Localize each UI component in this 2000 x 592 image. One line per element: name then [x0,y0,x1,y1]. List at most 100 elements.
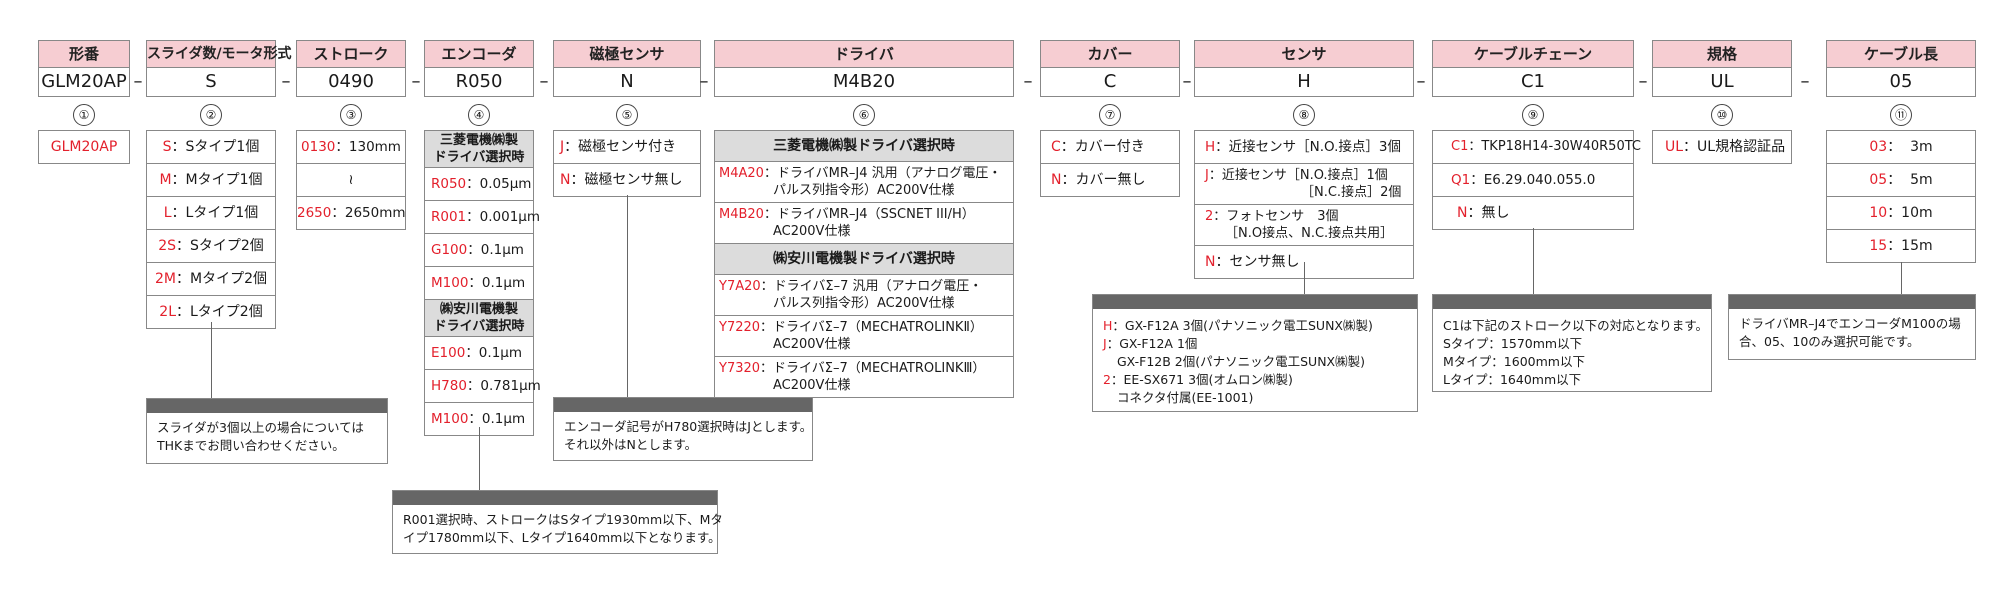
sensor-options: H：近接センサ［N.O.接点］3個 J：近接センサ［N.O.接点］1個［N.C.… [1194,130,1414,279]
slider-option: 2M：Mタイプ2個 [146,263,276,296]
header-cable-length: ケーブル長 [1826,40,1976,68]
number-3: ③ [296,103,406,126]
slider-option: L：Lタイプ1個 [146,197,276,230]
encoder-option: H780：0.781μm [424,370,541,403]
separator-dash: – [281,71,291,92]
magnetic-option: N：磁極センサ無し [553,164,701,197]
header-standard: 規格 [1652,40,1792,68]
header-model: 形番 [38,40,130,68]
slider-note: スライダが3個以上の場合については THKまでお問い合わせください。 [146,398,388,464]
sensor-note: H：GX-F12A 3個(パナソニック電工SUNX㈱製) J：GX-F12A 1… [1092,294,1418,412]
standard-option: UL：UL規格認証品 [1652,130,1792,164]
number-1: ① [38,103,130,126]
model-option: GLM20AP [38,130,130,164]
cable-length-options: 03： 3m 05： 5m 10：10m 15：15m [1826,130,1976,263]
stroke-option-min: 0130：130mm [296,130,406,164]
encoder-option: M100：0.1μm [424,403,534,436]
cable-length-option: 10：10m [1826,197,1976,230]
encoder-group-mitsubishi: 三菱電機㈱製ドライバ選択時 [424,130,534,168]
driver-option: Y7A20：ドライバΣ–7 汎用（アナログ電圧・パルス列指令形）AC200V仕様 [714,275,1014,316]
value-slider: S [146,67,276,97]
encoder-options: 三菱電機㈱製ドライバ選択時 R050：0.05μm R001：0.001μm G… [424,130,541,436]
sensor-option: J：近接センサ［N.O.接点］1個［N.C.接点］2個 [1194,164,1414,205]
number-2: ② [146,103,276,126]
header-cable-chain: ケーブルチェーン [1432,40,1634,68]
cable-length-option: 15：15m [1826,230,1976,263]
driver-group-mitsubishi: 三菱電機㈱製ドライバ選択時 [714,130,1014,162]
header-cover: カバー [1040,40,1180,68]
encoder-option: R050：0.05μm [424,168,534,201]
value-encoder: R050 [424,67,534,97]
driver-options: 三菱電機㈱製ドライバ選択時 M4A20：ドライバMR–J4 汎用（アナログ電圧・… [714,130,1014,398]
cable-chain-options: C1：TKP18H14-30W40R50TC Q1：E6.29.040.055.… [1432,130,1641,230]
driver-option: M4A20：ドライバMR–J4 汎用（アナログ電圧・パルス列指令形）AC200V… [714,162,1014,203]
separator-dash: – [699,71,709,92]
connector-line [627,195,628,397]
connector-line [211,322,212,398]
note-bar [1729,295,1975,309]
note-bar [393,491,717,505]
cable-chain-option: N：無し [1432,197,1634,230]
value-magnetic-sensor: N [553,67,701,97]
cover-options: C：カバー付き N：カバー無し [1040,130,1180,197]
encoder-option: G100：0.1μm [424,234,534,267]
cover-option: C：カバー付き [1040,130,1180,164]
value-driver: M4B20 [714,67,1014,97]
value-stroke: 0490 [296,67,406,97]
slider-option: M：Mタイプ1個 [146,164,276,197]
number-11: ⑪ [1826,103,1976,126]
note-bar [554,398,812,412]
connector-line [1901,262,1902,294]
encoder-option: E100：0.1μm [424,337,534,370]
stroke-option-max: 2650：2650mm [296,197,406,230]
driver-option: Y7220：ドライバΣ–7（MECHATROLINKⅡ）AC200V仕様 [714,316,1014,357]
value-standard: UL [1652,67,1792,97]
driver-group-yaskawa: ㈱安川電機製ドライバ選択時 [714,244,1014,275]
separator-dash: – [1638,71,1648,92]
sensor-option: 2：フォトセンサ 3個［N.O接点、N.C.接点共用］ [1194,205,1414,246]
separator-dash: – [1182,71,1192,92]
cable-length-note: ドライバMR–J4でエンコーダM100の場 合、05、10のみ選択可能です。 [1728,294,1976,360]
number-4: ④ [424,103,534,126]
header-driver: ドライバ [714,40,1014,68]
number-7: ⑦ [1040,103,1180,126]
sensor-option: H：近接センサ［N.O.接点］3個 [1194,130,1414,164]
stroke-options: 0130：130mm ≀ 2650：2650mm [296,130,406,230]
driver-option: Y7320：ドライバΣ–7（MECHATROLINKⅢ）AC200V仕様 [714,357,1014,398]
encoder-group-yaskawa: ㈱安川電機製ドライバ選択時 [424,300,534,337]
note-bar [1093,295,1417,309]
value-sensor: H [1194,67,1414,97]
separator-dash: – [411,71,421,92]
number-8: ⑧ [1194,103,1414,126]
cable-chain-note: C1は下記のストローク以下の対応となります。 Sタイプ：1570mm以下 Mタイ… [1432,294,1712,392]
header-sensor: センサ [1194,40,1414,68]
separator-dash: – [1023,71,1033,92]
encoder-option: R001：0.001μm [424,201,540,234]
cable-chain-option: C1：TKP18H14-30W40R50TC [1432,130,1641,164]
separator-dash: – [1416,71,1426,92]
slider-options: S：Sタイプ1個 M：Mタイプ1個 L：Lタイプ1個 2S：Sタイプ2個 2M：… [146,130,276,329]
header-stroke: ストローク [296,40,406,68]
separator-dash: – [1800,71,1810,92]
number-10: ⑩ [1652,103,1792,126]
driver-option: M4B20：ドライバMR–J4（SSCNET III/H）AC200V仕様 [714,203,1014,244]
value-model: GLM20AP [38,67,130,97]
separator-dash: – [539,71,549,92]
note-bar [147,399,387,413]
note-bar [1433,295,1711,309]
cable-chain-option: Q1：E6.29.040.055.0 [1432,164,1634,197]
slider-option: 2S：Sタイプ2個 [146,230,276,263]
stroke-option-range: ≀ [296,164,406,197]
value-cable-length: 05 [1826,67,1976,97]
value-cable-chain: C1 [1432,67,1634,97]
header-magnetic-sensor: 磁極センサ [553,40,701,68]
magnetic-options: J：磁極センサ付き N：磁極センサ無し [553,130,701,197]
header-encoder: エンコーダ [424,40,534,68]
cable-length-option: 05： 5m [1826,164,1976,197]
number-9: ⑨ [1432,103,1634,126]
encoder-option: M100：0.1μm [424,267,534,300]
connector-line [1304,262,1305,295]
slider-option: S：Sタイプ1個 [146,130,276,164]
connector-line [479,427,480,491]
encoder-note: R001選択時、ストロークはSタイプ1930mm以下、Mタ イプ1780mm以下… [392,490,723,554]
